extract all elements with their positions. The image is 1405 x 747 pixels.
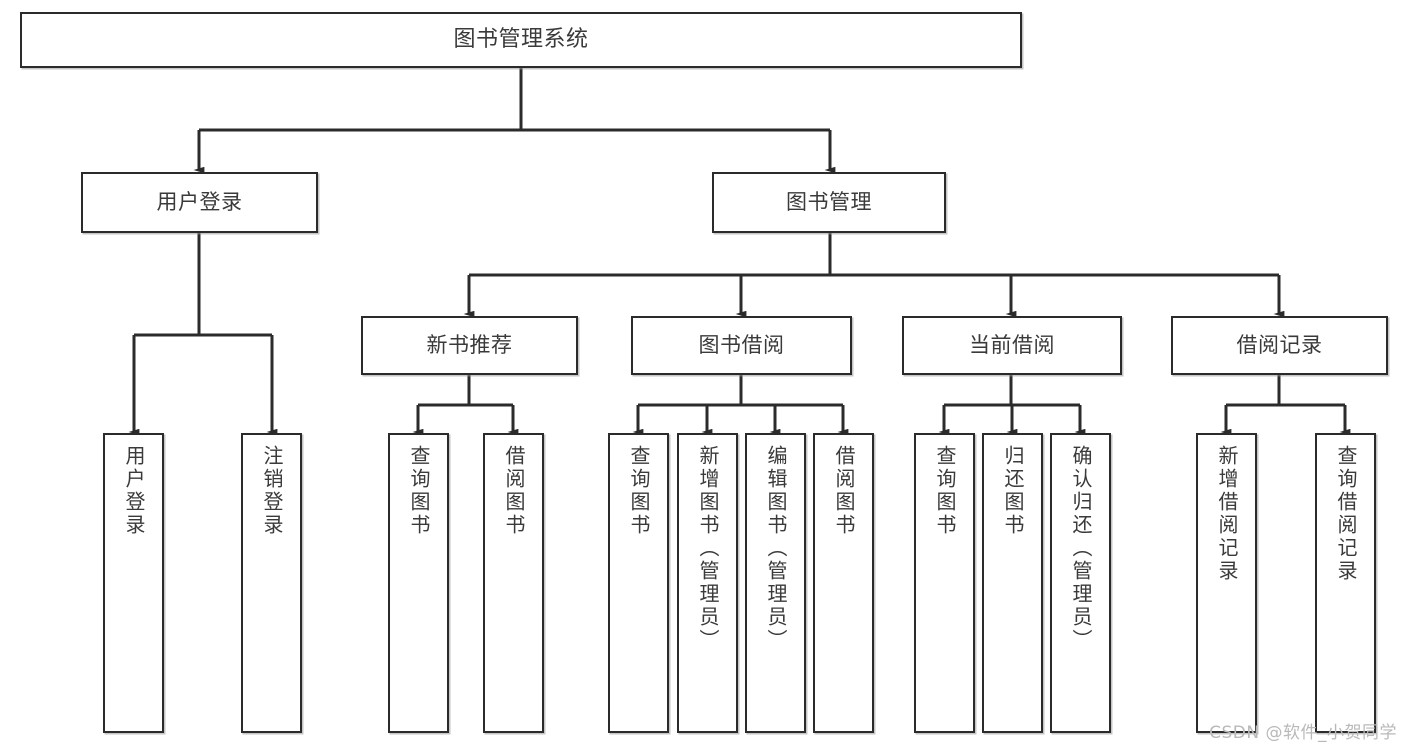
node-label: 查询图书 [407,445,431,537]
node-label: 图书管理系统 [453,27,589,53]
node-label: 新增借阅记录 [1215,445,1239,583]
node-current-borrowing[interactable]: 当前借阅 [902,316,1122,375]
node-label: 借阅图书 [502,445,526,537]
node-label: 查询借阅记录 [1334,445,1358,583]
leaf-current-confirm-return-admin[interactable]: 确认归还（管理员） [1050,433,1111,733]
node-book-borrowing[interactable]: 图书借阅 [631,316,852,375]
node-label: 确认归还（管理员） [1069,445,1093,652]
leaf-new-book-borrow-books[interactable]: 借阅图书 [483,433,544,733]
node-book-management[interactable]: 图书管理 [712,172,946,233]
leaf-record-query-record[interactable]: 查询借阅记录 [1315,433,1376,733]
node-label: 归还图书 [1001,445,1025,537]
node-label: 新增图书（管理员） [696,445,720,652]
leaf-user-login-logout[interactable]: 注销登录 [241,433,302,733]
node-borrowing-records[interactable]: 借阅记录 [1171,316,1388,375]
node-label: 用户登录 [156,190,243,215]
node-label: 新书推荐 [426,333,513,358]
watermark-text: CSDN @软件_小贺同学 [1209,723,1397,743]
node-new-book-recommendation[interactable]: 新书推荐 [361,316,578,375]
node-label: 编辑图书（管理员） [764,445,788,652]
node-root-book-management-system[interactable]: 图书管理系统 [20,12,1022,68]
node-label: 当前借阅 [969,333,1055,358]
node-label: 查询图书 [627,445,651,537]
leaf-new-book-query-books[interactable]: 查询图书 [388,433,449,733]
leaf-user-login-login[interactable]: 用户登录 [103,433,164,733]
node-label: 注销登录 [260,445,284,537]
leaf-borrow-edit-book-admin[interactable]: 编辑图书（管理员） [745,433,806,733]
node-label: 借阅图书 [832,445,856,537]
leaf-borrow-query-books[interactable]: 查询图书 [608,433,669,733]
node-label: 图书借阅 [698,333,785,358]
node-label: 查询图书 [933,445,957,537]
leaf-current-query-books[interactable]: 查询图书 [914,433,975,733]
leaf-current-return-books[interactable]: 归还图书 [982,433,1043,733]
leaf-borrow-borrow-books[interactable]: 借阅图书 [813,433,874,733]
node-user-login[interactable]: 用户登录 [81,172,318,233]
node-label: 借阅记录 [1236,333,1323,358]
leaf-record-add-record[interactable]: 新增借阅记录 [1196,433,1257,733]
node-label: 用户登录 [122,445,146,537]
leaf-borrow-add-book-admin[interactable]: 新增图书（管理员） [677,433,738,733]
node-label: 图书管理 [786,190,872,215]
